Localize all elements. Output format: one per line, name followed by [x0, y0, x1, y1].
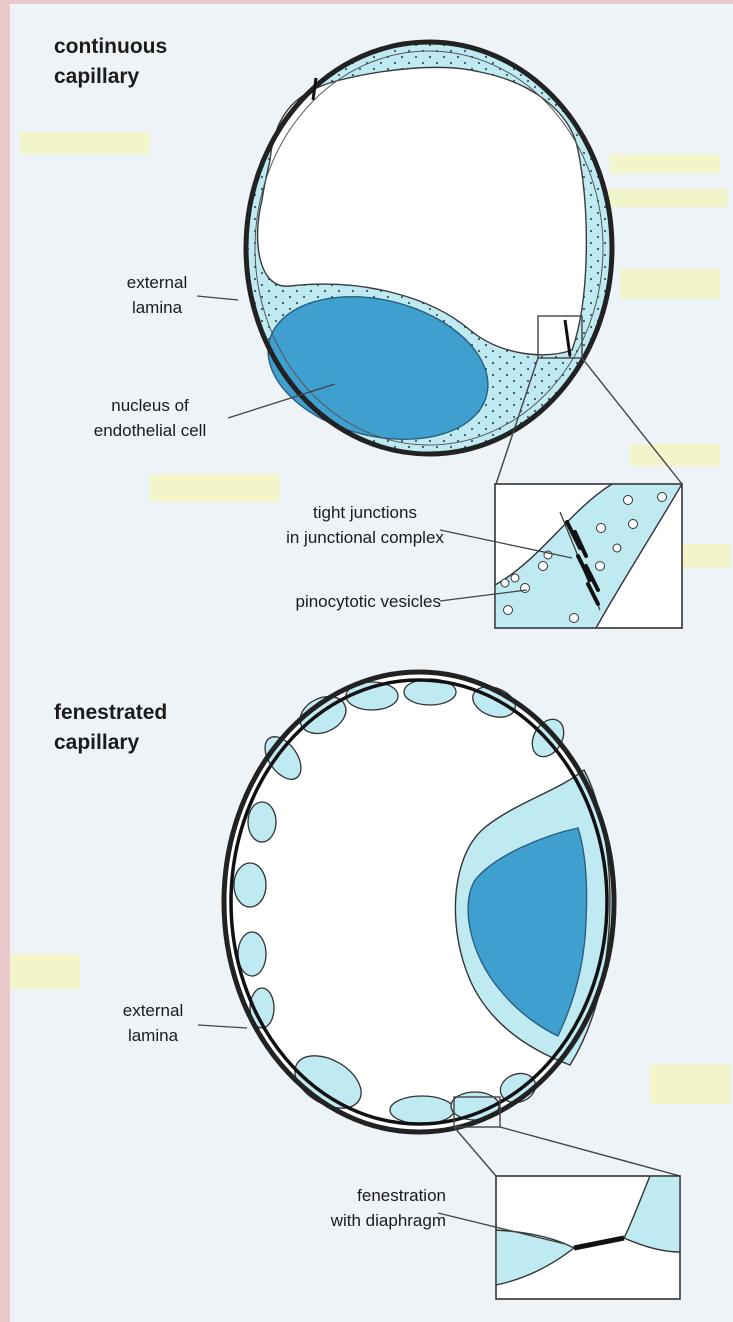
- nucleus-label: nucleus of endothelial cell: [70, 393, 230, 443]
- fenestration-inset: [438, 1176, 680, 1299]
- tight-junction-inset: [440, 484, 682, 628]
- continuous-capillary-title: continuous capillary: [54, 32, 167, 92]
- external-lamina-label-fenestrated: external lamina: [106, 998, 200, 1048]
- tight-junctions-label: tight junctions in junctional complex: [260, 500, 470, 550]
- pinocytotic-vesicles-label: pinocytotic vesicles: [245, 589, 441, 614]
- fenestrated-capillary-diagram: [198, 672, 680, 1176]
- fenestrated-capillary-title: fenestrated capillary: [54, 698, 167, 758]
- continuous-capillary-diagram: [197, 42, 682, 484]
- fenestration-label: fenestration with diaphragm: [296, 1183, 446, 1233]
- external-lamina-label-continuous: external lamina: [110, 270, 204, 320]
